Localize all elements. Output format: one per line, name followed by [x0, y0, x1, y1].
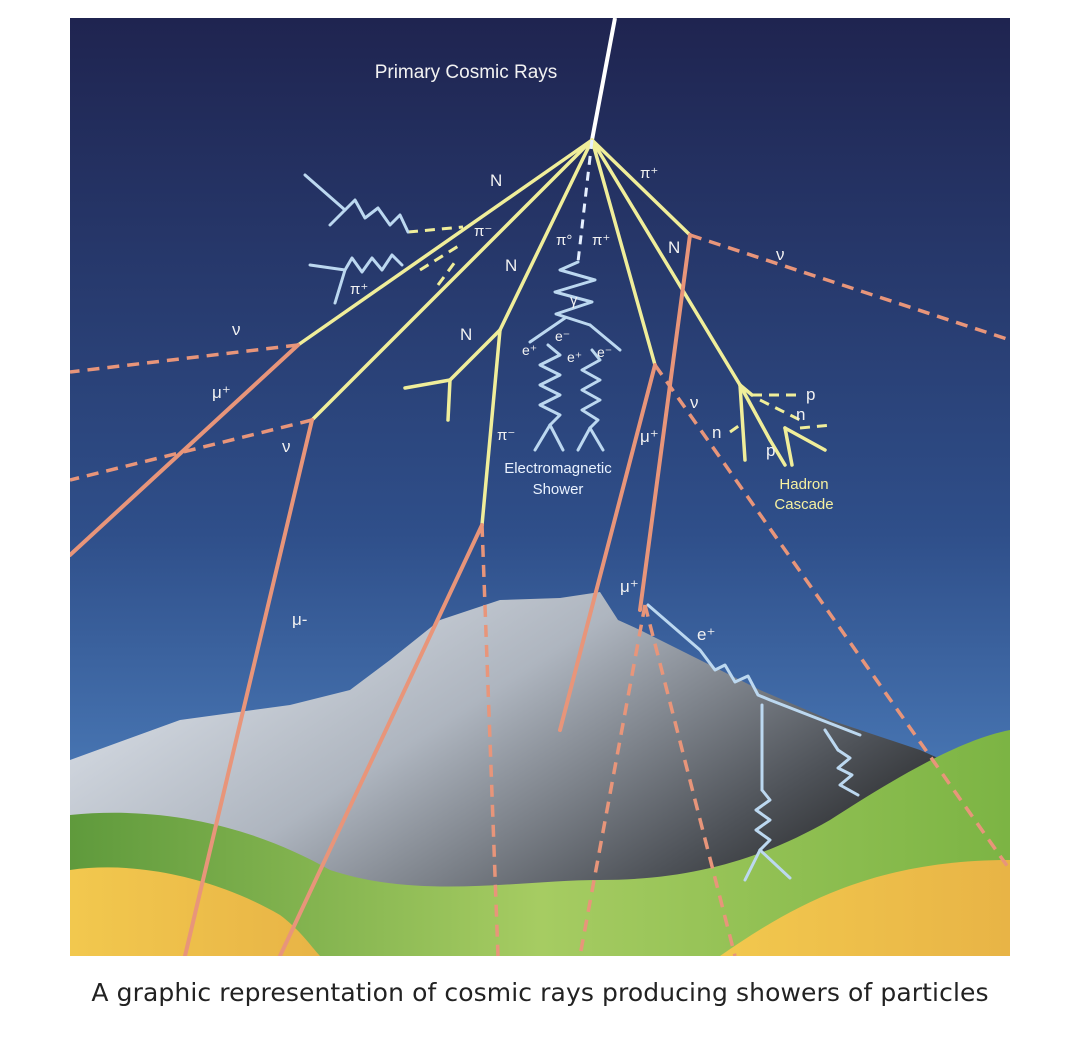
label-e-minus-2: e⁻	[597, 344, 612, 360]
hadron-tracks	[296, 138, 827, 527]
neutrino-tracks	[70, 233, 1010, 956]
sand-foreground-right	[720, 860, 1010, 956]
label-n1: N	[490, 171, 502, 190]
em-shower-label-line2: Shower	[533, 481, 584, 498]
label-e-plus-1: e⁺	[522, 342, 537, 358]
label-nu-mid: ν	[690, 393, 699, 412]
pi-zero-track	[576, 139, 594, 263]
label-e-minus-1: e⁻	[555, 328, 570, 344]
label-nu-left: ν	[232, 320, 241, 339]
hadron-cascade-label-line1: Hadron	[779, 476, 828, 493]
label-mu-plus-low: μ⁺	[620, 577, 639, 596]
label-pi-plus-left: π⁺	[350, 281, 368, 298]
em-shower	[303, 173, 862, 882]
label-mu-minus: μ-	[292, 610, 307, 629]
diagram-title: Primary Cosmic Rays	[375, 62, 558, 83]
label-n3: N	[460, 325, 472, 344]
label-nu-right: ν	[776, 245, 785, 264]
hadron-cascade-label-line2: Cascade	[774, 496, 833, 513]
label-pi-zero: π°	[556, 232, 572, 249]
label-n2: N	[505, 256, 517, 275]
muon-tracks	[70, 233, 692, 956]
primary-ray-line	[590, 18, 617, 141]
label-pi-minus-low: π⁻	[497, 427, 515, 444]
label-mu-plus-left: μ⁺	[212, 383, 231, 402]
label-n4: N	[668, 238, 680, 257]
label-e-plus-low: e⁺	[697, 625, 715, 644]
label-hadron-n1: n	[796, 405, 805, 424]
label-mu-plus-mid: μ⁺	[640, 427, 659, 446]
label-pi-minus-top: π⁻	[474, 223, 492, 240]
label-e-plus-2: e⁺	[567, 349, 582, 365]
particle-labels: N N N N π⁻ π⁺ π° π⁺ π⁺ γ e⁺ e⁻ e⁺ e⁻ π⁻ …	[212, 165, 815, 644]
label-hadron-n2: n	[712, 423, 721, 442]
label-nu-left2: ν	[282, 437, 291, 456]
em-shower-label-line1: Electromagnetic	[504, 460, 612, 477]
label-gamma: γ	[570, 292, 578, 309]
hadron-dashed-tracks	[407, 225, 833, 434]
label-pi-plus-top: π⁺	[640, 165, 658, 182]
label-hadron-p1: p	[806, 385, 815, 404]
label-hadron-p2: p	[766, 441, 775, 460]
label-pi-plus-mid: π⁺	[592, 232, 610, 249]
figure-caption: A graphic representation of cosmic rays …	[91, 978, 989, 1007]
